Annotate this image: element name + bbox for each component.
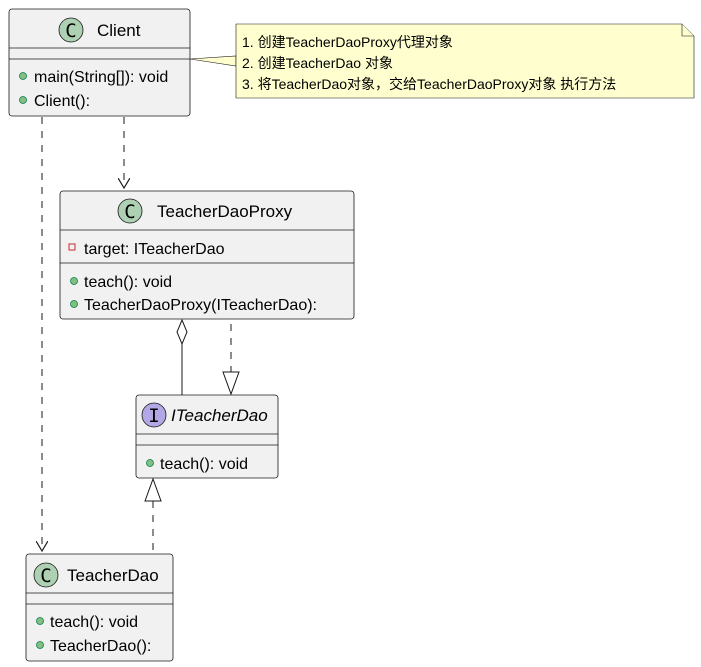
private-field-icon [68, 243, 76, 251]
method: teach(): void [84, 274, 172, 291]
public-method-icon [19, 96, 27, 104]
method: TeacherDaoProxy(ITeacherDao): [84, 297, 317, 314]
note-line: 3. 将TeacherDao对象，交给TeacherDaoProxy对象 执行方… [242, 76, 616, 92]
public-method-icon [70, 277, 78, 285]
interface-glyph: I [148, 405, 159, 427]
interface-name: ITeacherDao [171, 406, 268, 425]
interface-i-icon [141, 402, 167, 428]
class-name: TeacherDao [67, 566, 159, 585]
class-teacher-dao-proxy[interactable]: C TeacherDaoProxy target: ITeacherDao te… [59, 190, 355, 320]
public-method-icon [70, 300, 78, 308]
public-method-icon [19, 72, 27, 80]
class-c-icon [58, 17, 84, 43]
note-connector [189, 55, 237, 67]
method: teach(): void [160, 456, 248, 473]
class-client[interactable]: C Client main(String[]): void Client(): [8, 8, 191, 117]
class-glyph: C [124, 201, 135, 223]
public-method-icon [36, 617, 44, 625]
class-glyph: C [40, 565, 51, 587]
method: TeacherDao(): [50, 638, 151, 655]
realization-dao-to-interface [144, 477, 162, 551]
note-line: 2. 创建TeacherDao 对象 [242, 55, 393, 71]
note: 1. 创建TeacherDaoProxy代理对象 2. 创建TeacherDao… [235, 23, 695, 99]
class-c-icon [33, 562, 59, 588]
method: main(String[]): void [34, 69, 168, 86]
method: Client(): [34, 93, 90, 110]
aggregation-proxy-target [176, 318, 188, 395]
field: target: ITeacherDao [84, 241, 225, 258]
method: teach(): void [50, 614, 138, 631]
class-teacher-dao[interactable]: C TeacherDao teach(): void TeacherDao(): [25, 553, 174, 662]
class-name: TeacherDaoProxy [157, 202, 293, 221]
note-line: 1. 创建TeacherDaoProxy代理对象 [242, 34, 453, 50]
class-c-icon [117, 198, 143, 224]
realization-proxy-to-interface [222, 324, 240, 396]
public-method-icon [36, 641, 44, 649]
class-name: Client [97, 21, 141, 40]
class-glyph: C [65, 20, 76, 42]
public-method-icon [146, 459, 154, 467]
interface-iteacher-dao[interactable]: I ITeacherDao teach(): void [135, 394, 279, 479]
